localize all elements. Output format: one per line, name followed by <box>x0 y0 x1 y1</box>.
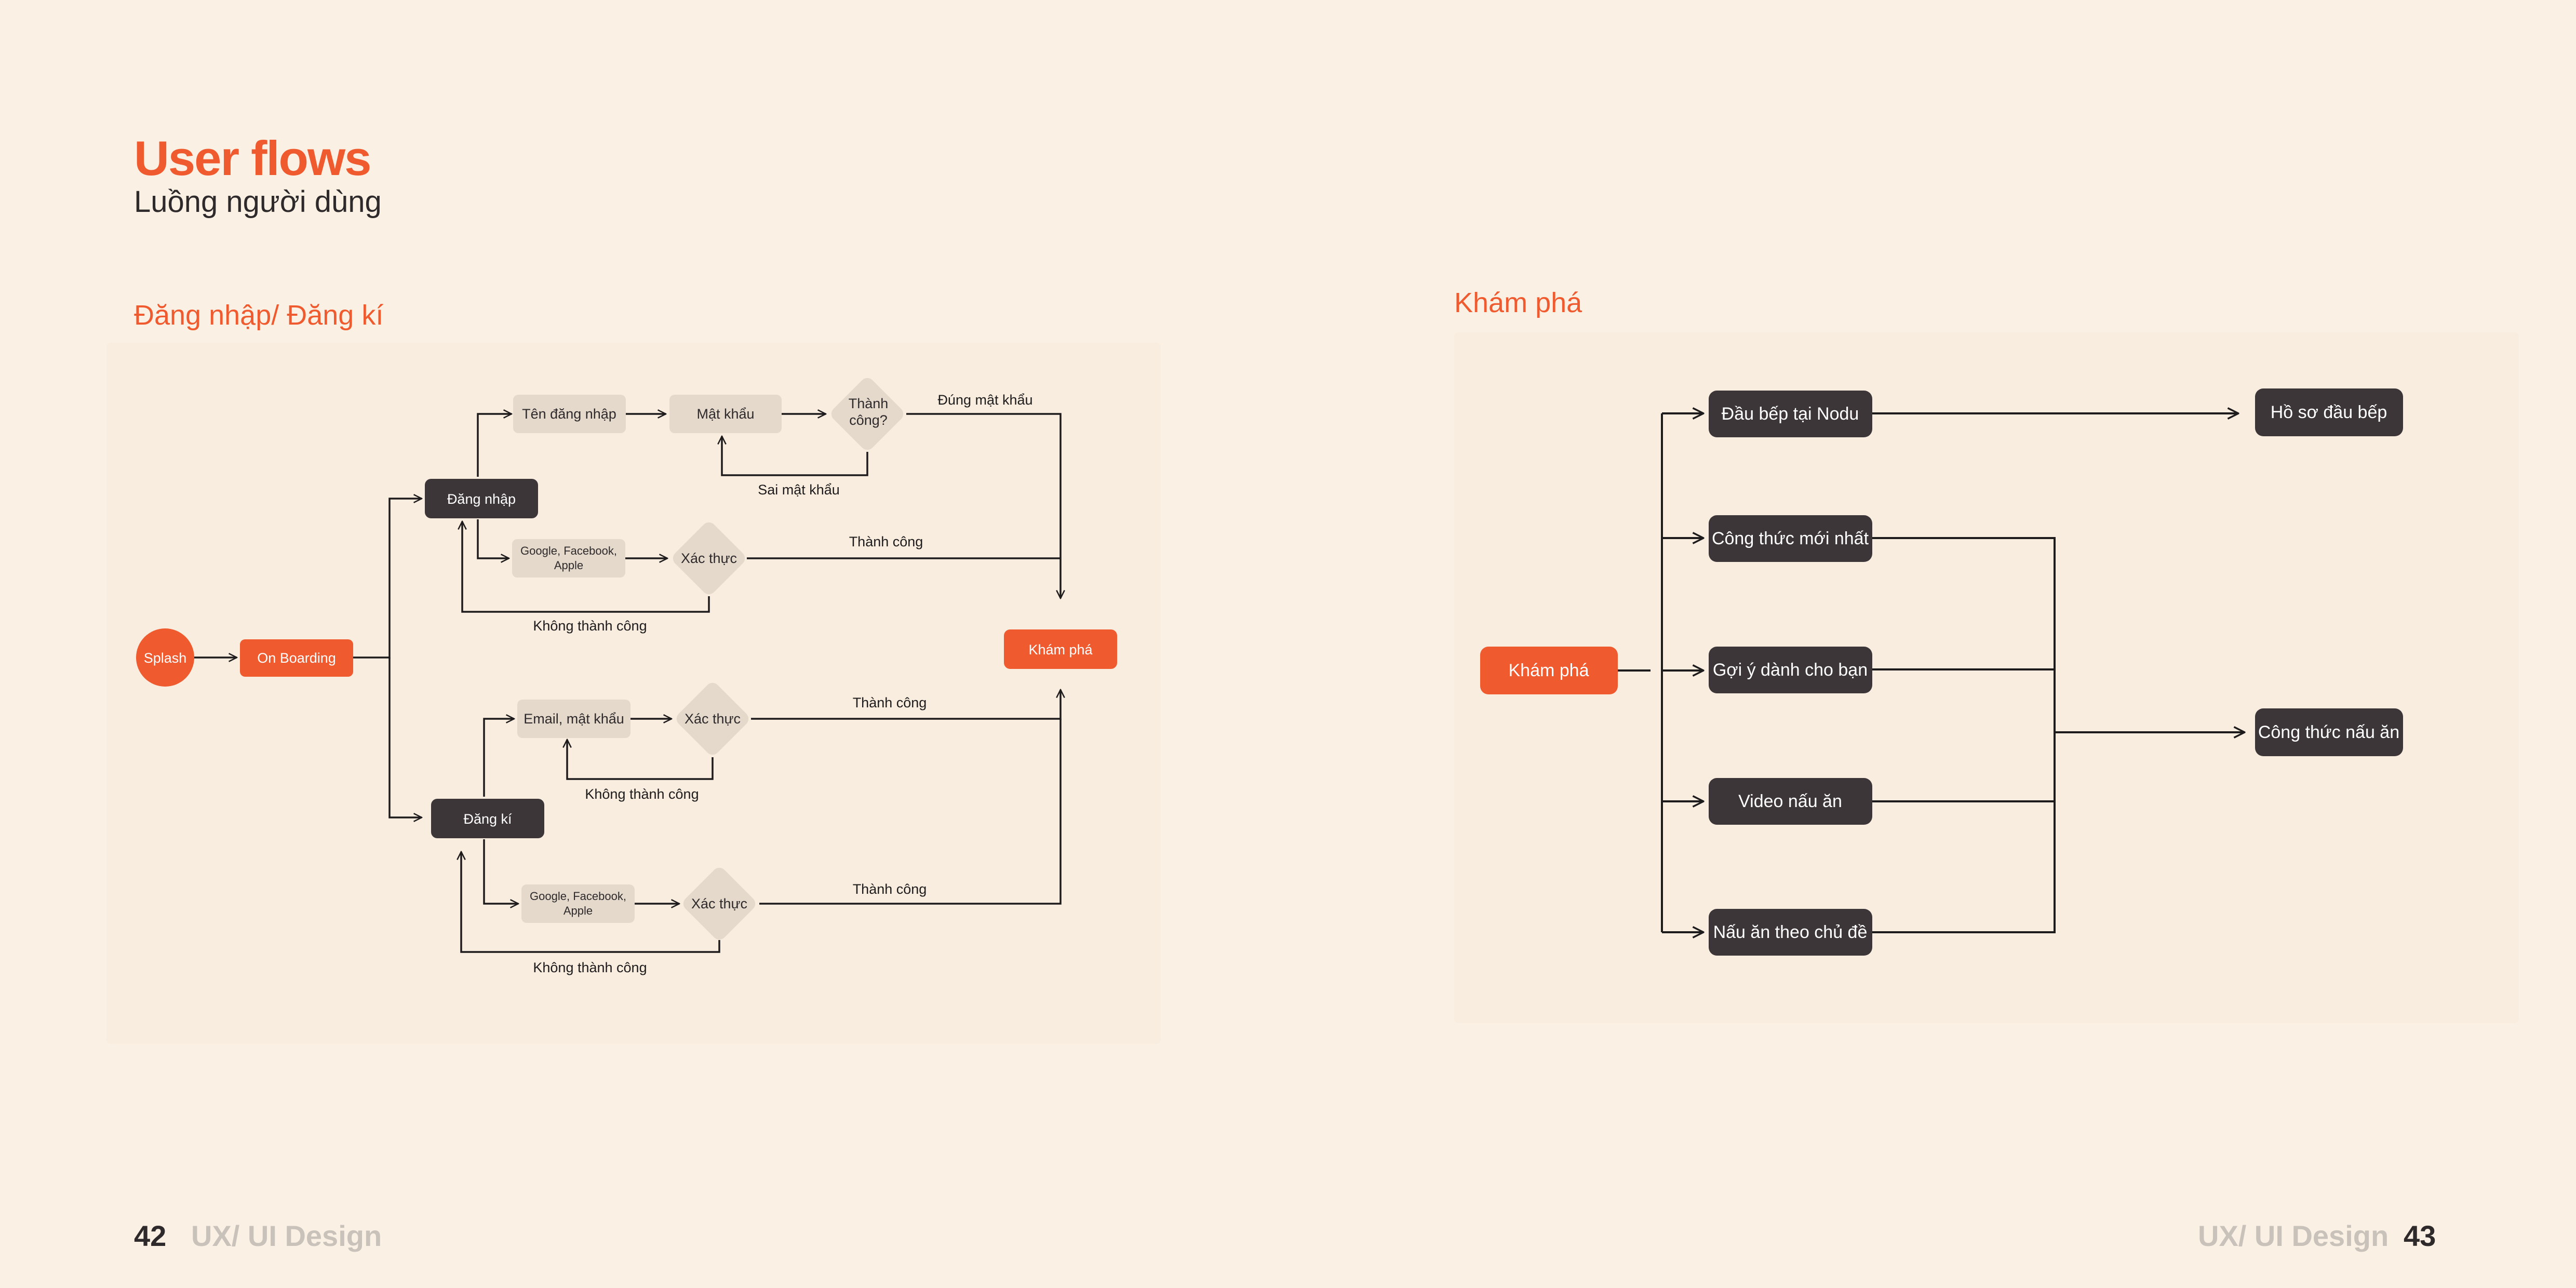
recipe-node <box>2255 708 2403 756</box>
edge-label-fail-3: Không thành công <box>533 960 647 975</box>
success-question-label-2: công? <box>849 412 888 428</box>
recipe-label: Công thức nấu ăn <box>2258 722 2399 742</box>
login-flow-panel <box>106 343 1161 1044</box>
cooking-video-node <box>1709 778 1872 825</box>
verify-label-2: Xác thực <box>685 711 741 727</box>
register-label: Đăng kí <box>463 811 512 827</box>
explore-node-left <box>1004 629 1117 669</box>
themed-cooking-label: Nấu ăn theo chủ đề <box>1713 922 1868 942</box>
social-register-label-2: Apple <box>564 904 593 917</box>
page-subtitle: Luồng người dùng <box>134 185 382 219</box>
section-heading-login: Đăng nhập/ Đăng kí <box>134 300 384 331</box>
page-title: User flows <box>134 131 371 185</box>
footer-text-left: UX/ UI Design <box>191 1219 382 1252</box>
explore-flow-panel <box>1454 332 2519 1023</box>
page-number-right: 43 <box>2404 1219 2436 1252</box>
verify-label-3: Xác thực <box>691 896 747 911</box>
page-number-left: 42 <box>134 1219 167 1252</box>
footer-text-right: UX/ UI Design <box>2198 1219 2389 1252</box>
themed-cooking-node <box>1709 909 1872 956</box>
success-question-label-1: Thành <box>849 396 889 411</box>
email-password-label: Email, mật khẩu <box>524 711 624 727</box>
newest-recipes-label: Công thức mới nhất <box>1712 529 1869 548</box>
edge-label-fail-2: Không thành công <box>585 786 699 802</box>
success-question-diamond <box>831 378 904 450</box>
edge-label-success-2: Thành công <box>853 695 927 710</box>
edge-label-fail-1: Không thành công <box>533 618 647 634</box>
social-register-node <box>521 884 635 923</box>
verify-diamond-2 <box>676 682 749 755</box>
login-node <box>425 479 538 518</box>
social-login-label-1: Google, Facebook, <box>520 544 617 557</box>
login-label: Đăng nhập <box>447 491 516 507</box>
suggestions-node <box>1709 647 1872 693</box>
username-label: Tên đăng nhập <box>522 406 616 422</box>
verify-diamond-3 <box>683 867 756 940</box>
password-label: Mật khẩu <box>696 406 754 422</box>
edge-label-success-1: Thành công <box>849 534 923 549</box>
username-node <box>513 395 626 433</box>
social-register-label-1: Google, Facebook, <box>530 890 626 903</box>
register-node <box>431 799 544 838</box>
social-login-label-2: Apple <box>554 559 583 572</box>
onboarding-node <box>240 639 353 677</box>
password-node <box>669 395 782 433</box>
chefs-node <box>1709 391 1872 437</box>
explore-node-right <box>1480 647 1618 694</box>
edge-label-wrong-password: Sai mật khẩu <box>758 482 840 498</box>
edge-label-correct-password: Đúng mật khẩu <box>937 392 1032 408</box>
explore-label-left: Khám phá <box>1028 642 1093 658</box>
suggestions-label: Gợi ý dành cho bạn <box>1713 660 1868 680</box>
chefs-label: Đầu bếp tại Nodu <box>1722 404 1859 424</box>
newest-recipes-node <box>1709 515 1872 562</box>
splash-label: Splash <box>144 650 187 666</box>
verify-label-1: Xác thực <box>681 551 737 566</box>
social-login-node <box>512 539 625 578</box>
splash-node <box>136 628 194 687</box>
explore-label-right: Khám phá <box>1509 661 1589 680</box>
chef-profile-node <box>2255 388 2403 436</box>
chef-profile-label: Hồ sơ đầu bếp <box>2271 403 2387 422</box>
edge-label-success-3: Thành công <box>853 881 927 897</box>
section-heading-explore: Khám phá <box>1454 287 1582 318</box>
verify-diamond-1 <box>673 522 745 595</box>
cooking-video-label: Video nấu ăn <box>1738 791 1842 811</box>
email-password-node <box>517 700 630 738</box>
onboarding-label: On Boarding <box>257 650 336 666</box>
